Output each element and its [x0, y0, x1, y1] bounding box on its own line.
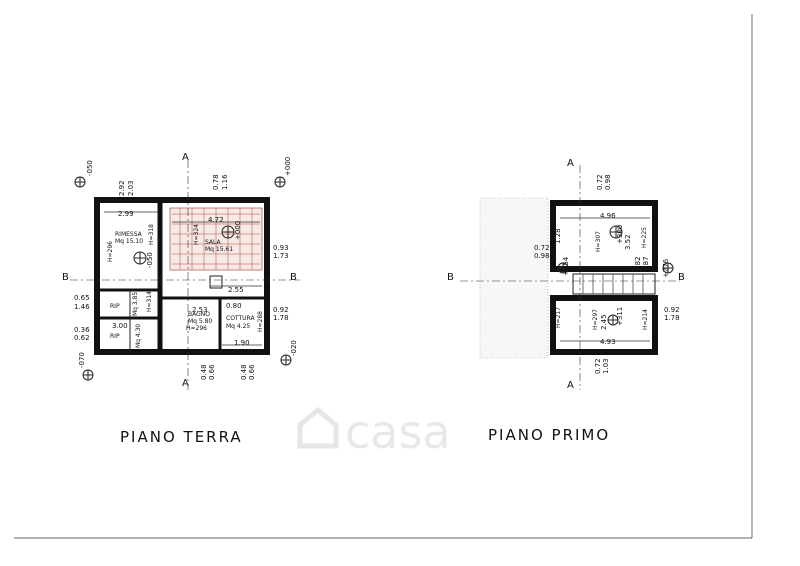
height-label: H=225: [641, 227, 648, 248]
level-label: +276: [662, 258, 670, 278]
height-label: H=288: [257, 311, 264, 332]
room-name: SALA: [205, 239, 222, 246]
room-name: BAGNO: [188, 311, 210, 318]
dimension: 0.62: [74, 334, 90, 342]
dimension: 2.99: [118, 210, 134, 218]
level-label: -050: [86, 160, 94, 176]
room-area: Mq 3.85: [132, 292, 139, 316]
height-label: H=217: [555, 307, 562, 328]
ground-stair: [209, 275, 223, 289]
dimension: 0.78: [212, 174, 220, 190]
room-name: COTTURA: [226, 315, 255, 322]
first-floor-title: PIANO PRIMO: [488, 426, 610, 444]
terrace-area: [479, 197, 549, 359]
dimension: 0.72: [534, 244, 550, 252]
level-label: -070: [78, 352, 86, 368]
dimension: 3.00: [112, 322, 128, 330]
sala-hatch: [169, 207, 263, 271]
room-name: RIP: [110, 303, 120, 310]
room-area: Mq 4.30: [135, 324, 142, 348]
dimension: 0.48: [240, 364, 248, 380]
room-area: Mq 4.25: [226, 323, 250, 330]
level-label: +000: [234, 221, 242, 240]
dimension: 2.03: [127, 180, 135, 196]
dimension: 2.92: [118, 180, 126, 196]
dimension: 1.90: [234, 339, 250, 347]
dimension: 0.98: [534, 252, 550, 260]
dimension: 1.87: [642, 256, 650, 272]
height-label: H=307: [595, 231, 602, 252]
ground-floor-title: PIANO TERRA: [120, 428, 243, 446]
ground-outer-walls: [94, 197, 270, 355]
dimension: 1.03: [602, 358, 610, 374]
level-label: -020: [290, 340, 298, 356]
watermark-text: casa: [345, 405, 451, 459]
dimension: 2.45: [600, 314, 608, 330]
first-floor-plan: H=307 H=225 H=297 H=214 H=217 4.96 3.52 …: [447, 158, 685, 444]
level-label: +000: [284, 157, 292, 176]
height-label: H=314: [146, 291, 153, 312]
first-stair: [572, 273, 656, 295]
watermark: casa: [297, 405, 451, 459]
dimension: 1.16: [221, 174, 229, 190]
dimension: 0.66: [248, 364, 256, 380]
height-label: H=214: [642, 309, 649, 330]
section-mark: A: [182, 378, 189, 389]
height-label: H=296: [107, 241, 114, 262]
dimension: 0.82: [634, 256, 642, 272]
section-mark: A: [567, 158, 574, 169]
dimension: 1.46: [74, 303, 90, 311]
section-mark: A: [567, 380, 574, 391]
dimension: 1.78: [664, 314, 680, 322]
room-name: RIP: [110, 333, 120, 340]
height-label: H=297: [592, 309, 599, 330]
dimension: 0.72: [594, 358, 602, 374]
dimension: 0.92: [273, 306, 289, 314]
level-label: -050: [146, 252, 154, 268]
room-name: RIMESSA: [115, 231, 143, 238]
room-area: Mq 5.80: [188, 318, 212, 325]
level-label: +254: [562, 256, 570, 276]
dimension: 1.28: [554, 228, 562, 244]
room-area: Mq 15.10: [115, 238, 143, 245]
dimension: 0.36: [74, 326, 90, 334]
section-mark: B: [62, 272, 69, 283]
section-mark: B: [290, 272, 297, 283]
dimension: 4.72: [208, 216, 224, 224]
dimension: 0.66: [208, 364, 216, 380]
height-label: H=324: [193, 224, 200, 245]
dimension: 2.55: [228, 286, 244, 294]
room-area: Mq 15.61: [205, 246, 233, 253]
level-label: +311: [616, 307, 624, 326]
dimension: 4.93: [600, 338, 616, 346]
dimension: 0.65: [74, 294, 90, 302]
level-label: +300: [616, 225, 624, 244]
dimension: 1.73: [273, 252, 289, 260]
dimension: 0.48: [200, 364, 208, 380]
dimension: 0.92: [664, 306, 680, 314]
section-mark: B: [447, 272, 454, 283]
dimension: 0.72: [596, 174, 604, 190]
height-label: H=296: [186, 325, 207, 332]
dimension: 4.96: [600, 212, 616, 220]
dimension: 3.52: [624, 234, 632, 250]
dimension: 0.93: [273, 244, 289, 252]
first-lower-room: [550, 295, 658, 355]
dimension: 0.98: [604, 174, 612, 190]
first-upper-room: [550, 200, 658, 272]
dimension: 0.80: [226, 302, 242, 310]
dimension: 1.78: [273, 314, 289, 322]
height-label: H=318: [148, 224, 155, 245]
section-mark: B: [678, 272, 685, 283]
dimension: 2.53: [192, 306, 208, 314]
section-mark: A: [182, 152, 189, 163]
ground-floor-plan: RIMESSA Mq 15.10 SALA Mq 15.61 RIP Mq 3.…: [62, 152, 300, 446]
